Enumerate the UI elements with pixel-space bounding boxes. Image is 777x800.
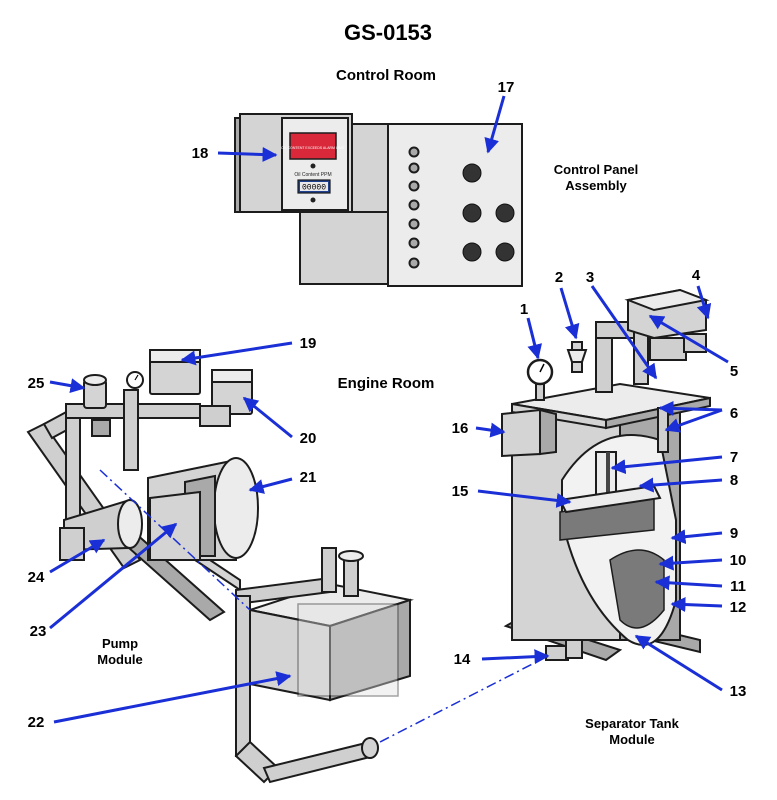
callout-23: 23 bbox=[30, 623, 47, 640]
callout-8: 8 bbox=[730, 472, 738, 489]
callout-15: 15 bbox=[452, 483, 469, 500]
control-panel-assembly: OIL CONTENT EXCEEDS ALARM LIMIT Oil Cont… bbox=[234, 113, 523, 287]
callout-10: 10 bbox=[730, 552, 747, 569]
callout-25: 25 bbox=[28, 375, 45, 392]
coalescer-media bbox=[609, 549, 665, 629]
callout-21: 21 bbox=[300, 469, 317, 486]
alarm-display bbox=[289, 132, 337, 160]
separator-module-label-line1: Separator Tank bbox=[585, 716, 679, 731]
callout-24: 24 bbox=[28, 569, 45, 586]
flow-line-pump-tank bbox=[99, 469, 251, 611]
callout-22: 22 bbox=[28, 714, 45, 731]
control-panel-label-line2: Assembly bbox=[565, 178, 627, 193]
callout-13: 13 bbox=[730, 683, 747, 700]
callout-6: 6 bbox=[730, 405, 738, 422]
callout-4: 4 bbox=[692, 267, 701, 284]
callout-2: 2 bbox=[555, 269, 563, 286]
callout-7: 7 bbox=[730, 449, 738, 466]
alarm-display-text: OIL CONTENT EXCEEDS ALARM LIMIT bbox=[281, 146, 346, 150]
callout-9: 9 bbox=[730, 525, 738, 542]
oil-content-caption: Oil Content PPM bbox=[294, 172, 331, 178]
flow-line-tank-separator bbox=[379, 655, 549, 743]
callouts: 1 2 3 4 5 6 7 8 9 10 11 12 bbox=[28, 79, 747, 731]
callout-3: 3 bbox=[586, 269, 594, 286]
ppm-readout-value: 00000 bbox=[302, 184, 326, 193]
callout-14: 14 bbox=[454, 651, 471, 668]
callout-5: 5 bbox=[730, 363, 738, 380]
pump-module-label-line1: Pump bbox=[102, 636, 138, 651]
control-room-label: Control Room bbox=[336, 67, 436, 84]
control-panel-label-line1: Control Panel bbox=[554, 162, 639, 177]
oil-tank bbox=[234, 547, 414, 784]
callout-17: 17 bbox=[498, 79, 515, 96]
separator-module-label-line2: Module bbox=[609, 732, 655, 747]
callout-18: 18 bbox=[192, 145, 209, 162]
pump-module bbox=[26, 349, 259, 622]
indicator-lights bbox=[408, 146, 420, 269]
callout-12: 12 bbox=[730, 599, 747, 616]
engine-room-label: Engine Room bbox=[338, 375, 435, 392]
pump-module-label-line2: Module bbox=[97, 652, 143, 667]
callout-19: 19 bbox=[300, 335, 317, 352]
pump-motor bbox=[213, 457, 259, 559]
callout-20: 20 bbox=[300, 430, 317, 447]
callout-11: 11 bbox=[730, 578, 746, 595]
drain-valve bbox=[545, 645, 569, 661]
diagram-title: GS-0153 bbox=[344, 20, 432, 45]
callout-16: 16 bbox=[452, 420, 469, 437]
selector-knobs bbox=[462, 163, 515, 262]
callout-1: 1 bbox=[520, 301, 528, 318]
